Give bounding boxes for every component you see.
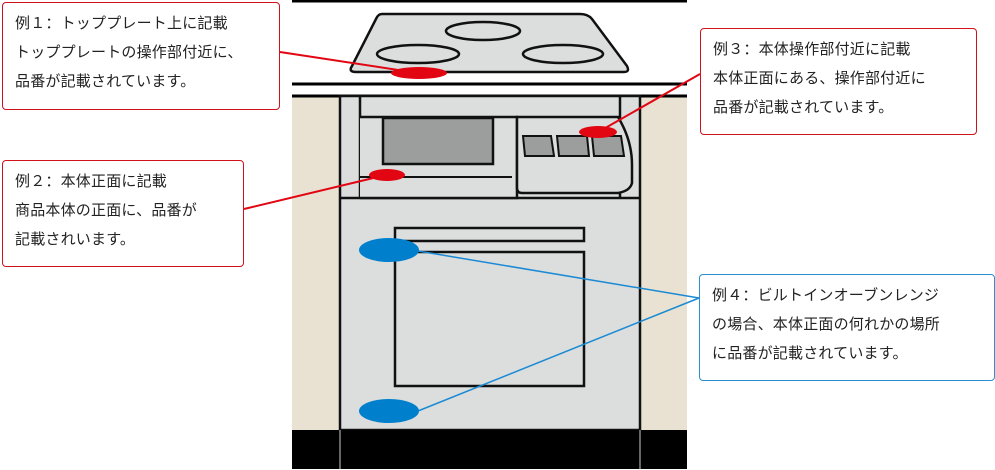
callout-text: 品番が記載されています。	[15, 72, 196, 90]
callout-text: 記載されいます。	[15, 230, 136, 248]
callout-title: 例１：トッププレート上に記載	[15, 14, 228, 32]
control-button-3	[590, 135, 626, 157]
marker-control-panel	[579, 126, 617, 138]
callout-title: 例３：本体操作部付近に記載	[713, 40, 911, 58]
callout-title: 例２：本体正面に記載	[15, 172, 168, 190]
marker-body-front	[369, 169, 405, 181]
control-button-2	[555, 135, 591, 157]
burner-back	[444, 20, 522, 42]
control-button-1	[521, 135, 556, 157]
callout-text: の場合、本体正面の何れかの場所	[712, 315, 941, 333]
cabinet-left	[292, 96, 340, 430]
base-plinth	[292, 430, 687, 469]
leader-line-example-4a	[417, 250, 700, 299]
callout-text: 品番が記載されています。	[713, 98, 894, 116]
callout-text: 商品本体の正面に、品番が	[15, 201, 197, 219]
callout-text: トッププレートの操作部付近に、	[15, 43, 243, 61]
oven-handle	[393, 226, 586, 243]
burner-right	[521, 43, 605, 65]
callout-example-4: 例４：ビルトインオーブンレンジ の場合、本体正面の何れかの場所 に品番が記載され…	[699, 274, 995, 381]
grill-window	[381, 116, 495, 166]
callout-title: 例４：ビルトインオーブンレンジ	[712, 286, 940, 304]
callout-text: 本体正面にある、操作部付近に	[713, 69, 926, 87]
burner-left	[375, 43, 461, 65]
marker-oven-upper	[359, 238, 419, 262]
oven-window	[393, 250, 586, 388]
marker-top-plate	[391, 67, 447, 79]
marker-oven-lower	[359, 399, 419, 423]
leader-line-example-4b	[417, 297, 700, 412]
callout-example-2: 例２：本体正面に記載 商品本体の正面に、品番が 記載されいます。	[2, 160, 244, 267]
callout-text: に品番が記載されています。	[712, 344, 908, 362]
leader-line-example-1	[279, 51, 419, 74]
top-plate	[349, 12, 630, 74]
cabinet-right	[640, 96, 687, 430]
callout-example-1: 例１：トッププレート上に記載 トッププレートの操作部付近に、 品番が記載されてい…	[2, 2, 280, 110]
callout-example-3: 例３：本体操作部付近に記載 本体正面にある、操作部付近に 品番が記載されています…	[700, 28, 977, 135]
leader-line-example-3	[599, 73, 701, 132]
leader-line-example-2	[243, 174, 387, 210]
